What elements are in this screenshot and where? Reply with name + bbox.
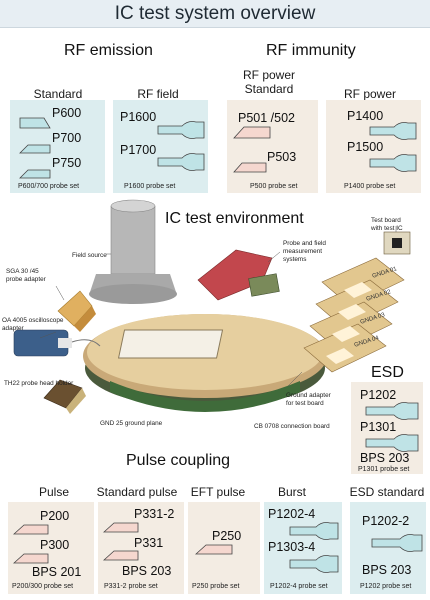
wedge-probe-icon [12,524,49,535]
probe-label: P1301 [360,420,397,434]
label-test-board-1: Test board [371,217,401,224]
label-gnd25: GND 25 ground plane [100,420,163,427]
group-heading-rf-power-standard-2: Standard [244,82,294,96]
probe-label: P300 [40,538,70,552]
wedge-probe-icon [233,126,271,139]
probe-set-caption: P1600 probe set [124,183,176,190]
section-esd: ESD [371,364,404,381]
probe-set-caption: P1202-4 probe set [270,583,328,590]
label-th22: TH22 probe head holder [4,380,74,387]
label-probe-measure-3: systems [283,256,307,263]
label-cb0708: CB 0708 connection board [254,423,330,430]
label-test-board-2: with test IC [371,225,403,232]
probe-set-caption: P331-2 probe set [104,583,158,590]
panel-pulse [8,502,94,594]
probe-label: P1202 [360,388,397,402]
page-title: IC test system overview [114,2,316,24]
group-heading-standard-pulse: Standard pulse [96,485,178,499]
label-field-source: Field source [72,252,107,259]
group-heading-rf-field: RF field [137,87,179,101]
probe-set-caption: P250 probe set [192,583,240,590]
field-probe-icon [157,153,205,171]
bps-label: BPS 203 [362,563,412,577]
panel-rf-field [113,100,208,193]
probe-label: P1600 [120,110,157,124]
label-ground-adapter-1: Ground adapter [286,392,331,399]
wedge-probe-icon [233,162,267,173]
wedge-probe-icon [194,544,233,555]
panel-rf-power-standard [227,100,318,193]
test-environment-illustration [13,199,411,414]
probe-set-caption: P600/700 probe set [18,183,80,190]
wedge-probe-icon [19,169,51,179]
bps-label: BPS 201 [32,565,82,579]
label-oa-2: adapter [2,325,24,332]
power-probe-icon [369,154,417,172]
burst-probe-icon [289,555,339,573]
esd-standard-probe-icon [371,534,423,552]
probe-label: P700 [52,131,82,145]
wedge-probe-icon [12,553,49,564]
label-oa-1: OA 4005 oscilloscope [2,317,64,324]
ground-plane-window [117,329,224,359]
probe-label: P1700 [120,143,157,157]
probe-label: P200 [40,509,70,523]
group-heading-esd-standard: ESD standard [349,485,425,499]
probe-label: P250 [212,529,242,543]
group-heading-rf-power-standard-1: RF power [242,68,295,82]
wedge-probe-icon [102,522,139,533]
panel-burst [264,502,342,594]
section-rf-emission: RF emission [64,42,153,59]
ground-adapter-plates [303,257,405,373]
esd-probe-icon [365,434,419,452]
wedge-probe-icon [19,117,51,129]
probe-label: P750 [52,156,82,170]
esd-probe-icon [365,402,419,420]
probe-label: P600 [52,106,82,120]
probe-label: P503 [267,150,297,164]
probe-label: P331 [134,536,164,550]
field-probe-icon [157,121,205,139]
probe-set-caption: P1301 probe set [358,466,410,473]
measurement-probe [197,249,273,301]
probe-set-caption: P1400 probe set [344,183,396,190]
bps-label: BPS 203 [122,564,172,578]
group-heading-eft-pulse: EFT pulse [190,485,246,499]
probe-label: P1202-4 [268,507,316,521]
bps-label: BPS 203 [360,451,410,465]
label-sga-2: probe adapter [6,276,46,283]
probe-label: P501 /502 [238,111,295,125]
probe-set-caption: P500 probe set [250,183,298,190]
field-source [110,205,156,275]
section-rf-immunity: RF immunity [266,42,356,59]
probe-set-caption: P1202 probe set [360,583,412,590]
panel-esd [351,382,423,474]
burst-probe-icon [289,522,339,540]
probe-label: P1202-2 [362,514,410,528]
power-probe-icon [369,122,417,140]
panel-rf-power [326,100,421,193]
section-ic-test-environment: IC test environment [165,210,304,227]
probe-label: P331-2 [134,507,175,521]
label-ground-adapter-2: for test board [286,400,324,407]
title-banner: IC test system overview [0,0,430,28]
wedge-probe-icon [19,144,51,154]
probe-label: P1303-4 [268,540,316,554]
label-probe-measure-2: measurement [283,248,323,255]
label-sga-1: SGA 30 /45 [6,268,39,275]
group-heading-standard: Standard [33,87,83,101]
probe-label: P1500 [347,140,384,154]
wedge-probe-icon [102,550,139,561]
probe-label: P1400 [347,109,384,123]
probe-set-caption: P200/300 probe set [12,583,74,590]
group-heading-rf-power: RF power [343,87,396,101]
section-pulse-coupling: Pulse coupling [126,452,231,469]
panel-standard-pulse [98,502,184,594]
label-probe-measure-1: Probe and field [283,240,326,247]
group-heading-burst: Burst [277,485,306,499]
group-heading-pulse: Pulse [38,485,70,499]
